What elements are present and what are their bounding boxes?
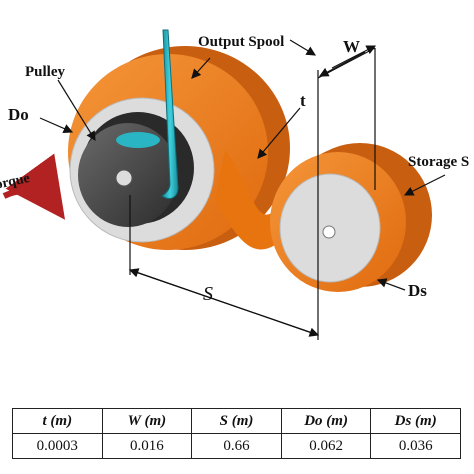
header-do: Do (m) xyxy=(280,408,372,434)
t-label: t xyxy=(300,91,306,110)
w-label: W xyxy=(343,37,360,56)
header-ds: Ds (m) xyxy=(370,408,461,434)
storage-spool-label: Storage S xyxy=(408,154,469,170)
do-label: Do xyxy=(8,105,29,124)
table-row: 0.0003 0.016 0.66 0.062 0.036 xyxy=(12,433,461,459)
parameter-table: t (m) W (m) S (m) Do (m) Ds (m) 0.0003 0… xyxy=(12,408,461,459)
value-do: 0.062 xyxy=(280,433,372,459)
value-w: 0.016 xyxy=(101,433,193,459)
value-t: 0.0003 xyxy=(12,433,103,459)
header-t: t (m) xyxy=(12,408,103,434)
output-spool-label: Output Spool xyxy=(198,34,284,50)
header-w: W (m) xyxy=(101,408,193,434)
value-s: 0.66 xyxy=(191,433,282,459)
cable xyxy=(161,29,179,199)
spool-mechanism-diagram: Output Spool Pulley Do t W Storage S Tor… xyxy=(0,29,469,340)
storage-spool xyxy=(270,143,432,292)
value-ds: 0.036 xyxy=(370,433,461,459)
ds-label: Ds xyxy=(408,281,427,300)
pulley-label: Pulley xyxy=(25,64,65,80)
header-s: S (m) xyxy=(191,408,282,434)
torque-arrow xyxy=(2,153,66,220)
s-label: S xyxy=(203,283,213,305)
dimension-lines xyxy=(39,39,446,340)
table-header-row: t (m) W (m) S (m) Do (m) Ds (m) xyxy=(12,408,461,434)
